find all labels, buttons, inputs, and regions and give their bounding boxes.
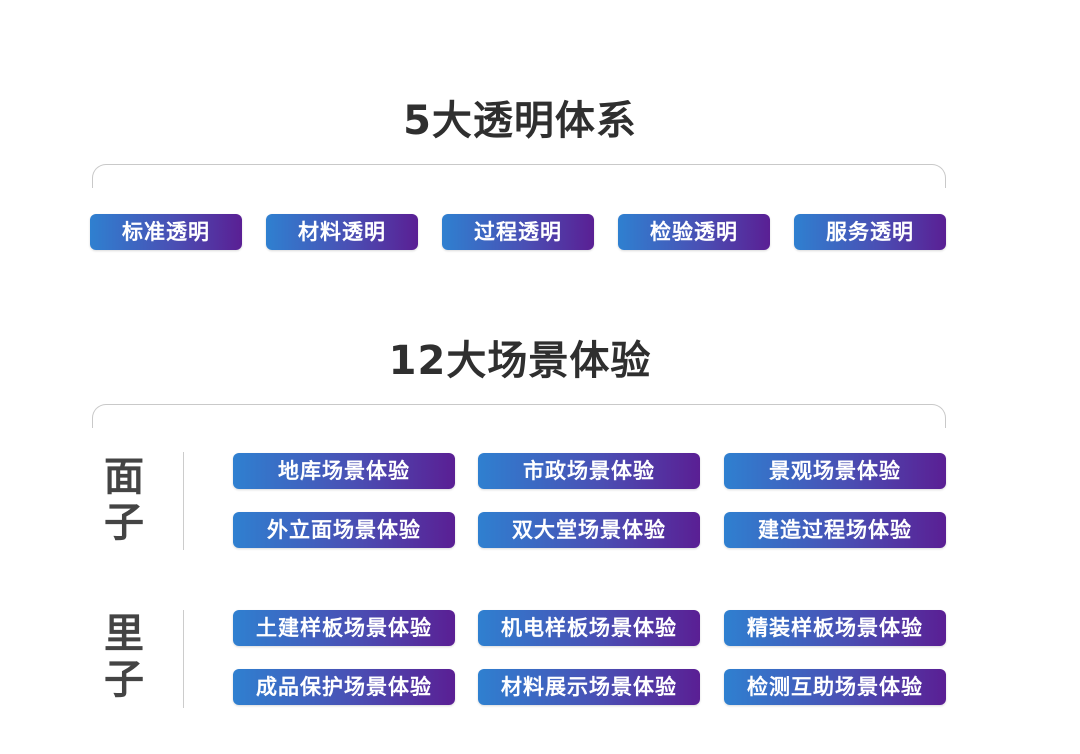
- scene-tag: 机电样板场景体验: [478, 610, 700, 646]
- scene-tag: 双大堂场景体验: [478, 512, 700, 548]
- scene-tag: 土建样板场景体验: [233, 610, 455, 646]
- tag-process-transparency: 过程透明: [442, 214, 594, 250]
- scene-tag: 精装样板场景体验: [724, 610, 946, 646]
- scene-tag: 检测互助场景体验: [724, 669, 946, 705]
- group-label-face: 面子: [104, 454, 144, 546]
- group-label-lining: 里子: [104, 611, 144, 703]
- tag-standard-transparency: 标准透明: [90, 214, 242, 250]
- scene-tag: 成品保护场景体验: [233, 669, 455, 705]
- scene-experiences-title: 12大场景体验: [388, 338, 652, 384]
- scene-tag: 建造过程场体验: [724, 512, 946, 548]
- transparency-systems-title: 5大透明体系: [403, 98, 637, 144]
- group-divider: [183, 452, 184, 550]
- section-bracket-line: [92, 164, 946, 188]
- tag-service-transparency: 服务透明: [794, 214, 946, 250]
- scene-tag: 市政场景体验: [478, 453, 700, 489]
- scene-tag: 外立面场景体验: [233, 512, 455, 548]
- scene-tag: 材料展示场景体验: [478, 669, 700, 705]
- section-bracket-line: [92, 404, 946, 428]
- group-divider: [183, 610, 184, 708]
- scene-tag: 景观场景体验: [724, 453, 946, 489]
- tag-material-transparency: 材料透明: [266, 214, 418, 250]
- scene-tag: 地库场景体验: [233, 453, 455, 489]
- tag-inspection-transparency: 检验透明: [618, 214, 770, 250]
